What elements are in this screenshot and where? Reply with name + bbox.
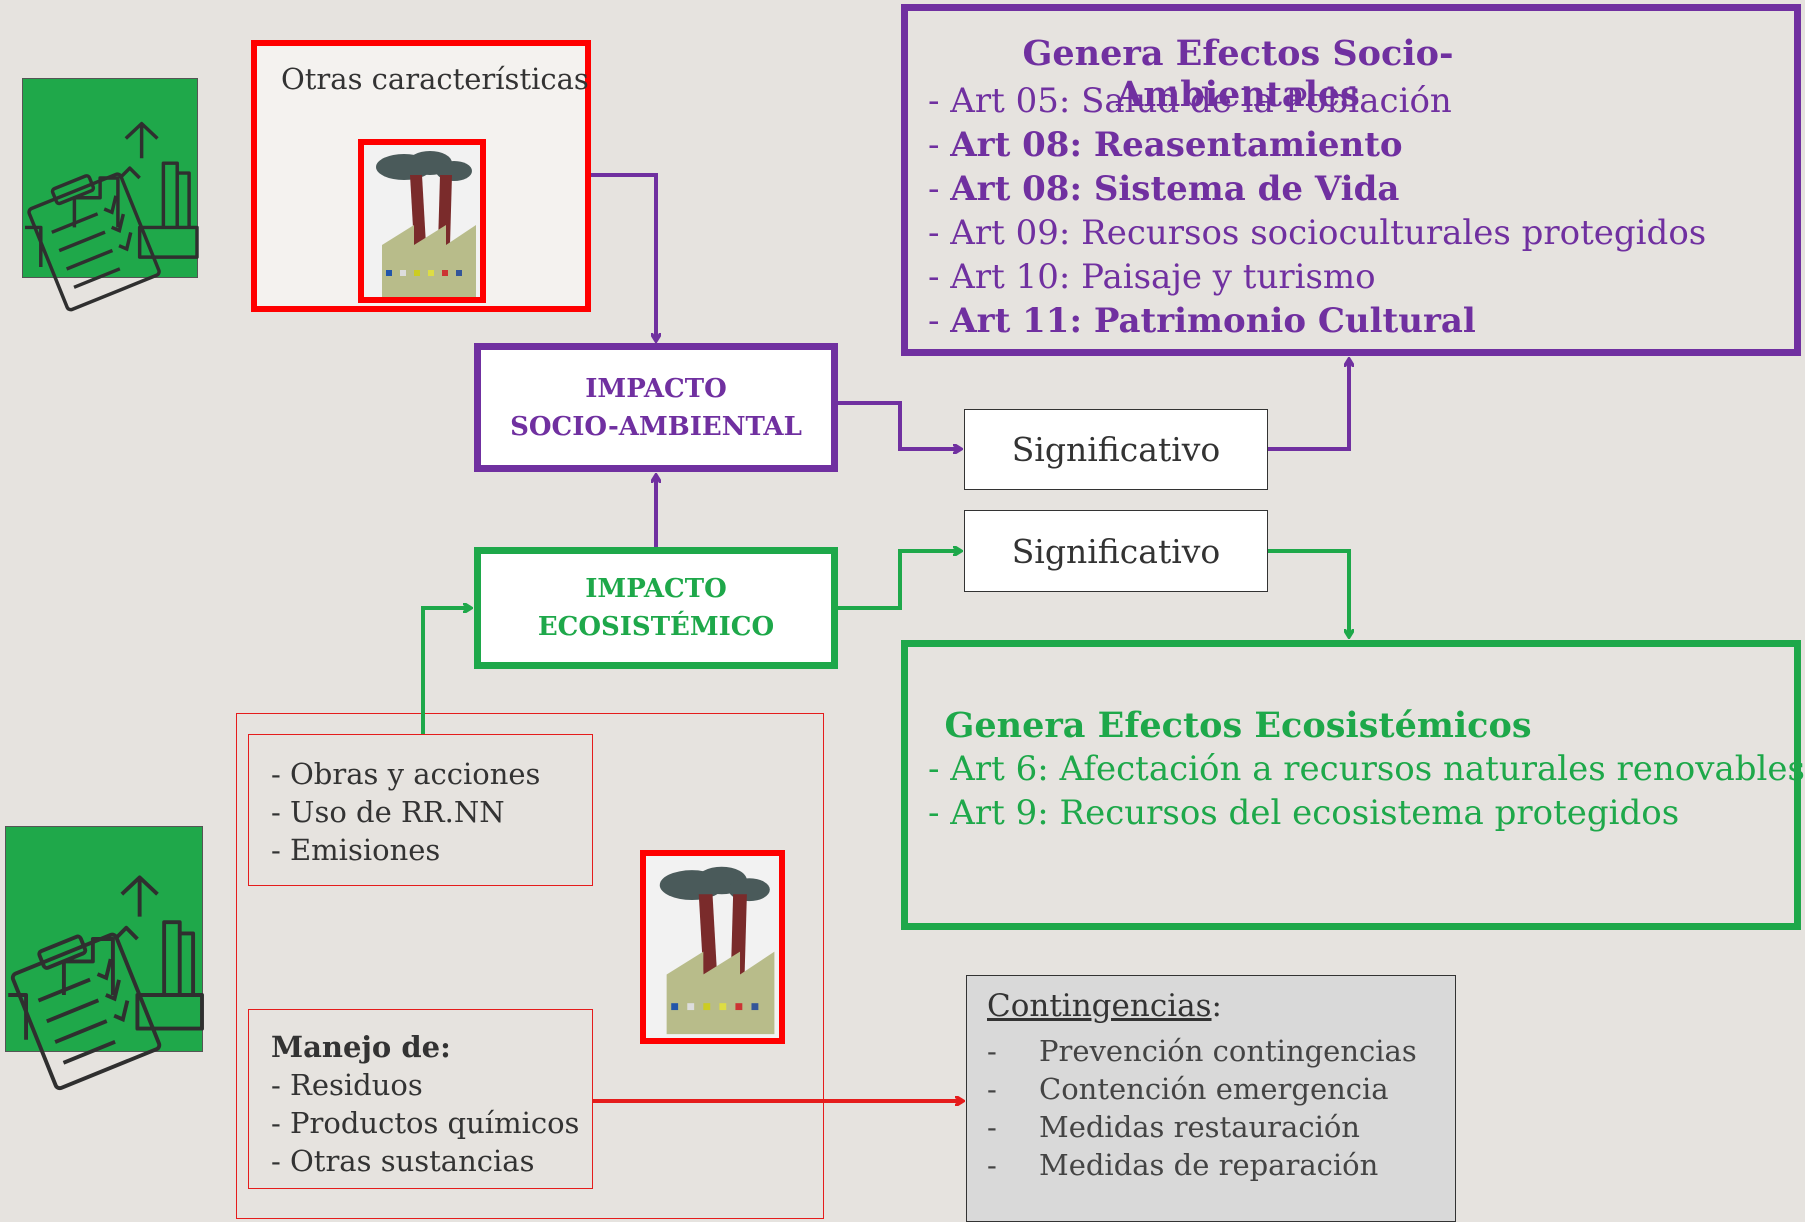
contingencia-text: Medidas de reparación [1039, 1148, 1379, 1182]
significativo-box-socio: Significativo [964, 409, 1268, 490]
manejo-item: - Residuos [271, 1068, 423, 1102]
impacto-socio-line2: SOCIO-AMBIENTAL [510, 411, 802, 442]
efectos-eco-list: - Art 6: Afectación a recursos naturales… [928, 747, 1805, 835]
impacto-eco-line1: IMPACTO [585, 574, 727, 604]
arrow-significativo-to-socio-effects [1268, 360, 1349, 451]
contingencia-item: - Medidas restauración [967, 1108, 1417, 1146]
otras-caracteristicas-label: Otras características [281, 62, 589, 96]
obras-item: - Emisiones [271, 833, 441, 867]
socio-effect-text: Art 09: Recursos socioculturales protegi… [950, 213, 1707, 253]
manejo-item: - Otras sustancias [271, 1144, 535, 1178]
contingencia-dash: - [987, 1148, 997, 1182]
contingencias-title: Contingencias [987, 988, 1212, 1024]
impacto-ecosistemico-box: IMPACTO ECOSISTÉMICO [474, 547, 838, 669]
obras-acciones-box: - Obras y acciones - Uso de RR.NN - Emisio… [248, 734, 593, 886]
impacto-socio-line1: IMPACTO [585, 373, 727, 404]
socio-effect-item: - Art 10: Paisaje y turismo [928, 255, 1706, 299]
arrow-otras-to-socio [591, 173, 656, 340]
eco-effect-item: - Art 9: Recursos del ecosistema protegi… [928, 793, 1680, 833]
socio-effect-text: Art 11: Patrimonio Cultural [950, 301, 1476, 341]
arrow-significativo-to-eco-effects [1268, 549, 1349, 636]
efectos-socio-list: - Art 05: Salud de la Población- Art 08:… [928, 79, 1706, 343]
socio-effect-prefix: - [928, 81, 951, 121]
contingencia-text: Contención emergencia [1039, 1072, 1389, 1106]
impacto-socio-ambiental-box: IMPACTO SOCIO-AMBIENTAL [474, 343, 838, 472]
eco-effect-item: - Art 6: Afectación a recursos naturales… [928, 749, 1805, 789]
manejo-item: - Productos químicos [271, 1106, 580, 1140]
socio-effect-item: - Art 11: Patrimonio Cultural [928, 299, 1706, 343]
significativo-box-eco: Significativo [964, 510, 1268, 592]
contingencia-dash: - [987, 1072, 997, 1106]
contingencia-item: - Prevención contingencias [967, 1032, 1417, 1070]
significativo-label: Significativo [1011, 531, 1221, 571]
socio-effect-text: Art 08: Sistema de Vida [950, 169, 1400, 209]
obras-list: - Obras y acciones - Uso de RR.NN - Emisio… [271, 755, 540, 869]
socio-effect-item: - Art 08: Sistema de Vida [928, 167, 1706, 211]
socio-effect-item: - Art 05: Salud de la Población [928, 79, 1706, 123]
efectos-ecosistemicos-box: Genera Efectos Ecosistémicos - Art 6: Af… [901, 640, 1805, 930]
obras-item: - Uso de RR.NN [271, 795, 505, 829]
socio-effect-prefix: - [928, 125, 951, 165]
manejo-box: Manejo de: - Residuos - Productos químico… [248, 1009, 593, 1189]
contingencias-box: Contingencias: - Prevención contingencias… [966, 975, 1456, 1222]
contingencia-dash: - [987, 1034, 997, 1068]
checklist-factory-icon [5, 826, 204, 1091]
contingencia-text: Prevención contingencias [1039, 1034, 1417, 1068]
socio-effect-prefix: - [928, 301, 951, 341]
socio-effect-prefix: - [928, 169, 951, 209]
socio-effect-text: Art 08: Reasentamiento [950, 125, 1403, 165]
arrow-socio-to-significativo [838, 401, 960, 449]
efectos-socio-ambientales-box: Genera Efectos Socio-Ambientales - Art 0… [901, 4, 1801, 356]
significativo-label: Significativo [1011, 430, 1221, 469]
contingencia-item: - Contención emergencia [967, 1070, 1417, 1108]
arrow-eco-to-significativo [838, 551, 960, 610]
socio-effect-text: Art 05: Salud de la Población [950, 81, 1452, 121]
contingencia-item: - Medidas de reparación [967, 1146, 1417, 1184]
factory-icon [640, 850, 785, 1044]
contingencias-colon: : [1211, 988, 1222, 1024]
efectos-eco-title: Genera Efectos Ecosistémicos [944, 705, 1532, 746]
socio-effect-item: - Art 08: Reasentamiento [928, 123, 1706, 167]
actividades-frame [236, 713, 824, 1219]
socio-effect-prefix: - [928, 213, 951, 253]
efectos-socio-title: Genera Efectos Socio-Ambientales [1022, 33, 1454, 115]
contingencias-list: - Prevención contingencias - Contención eme… [967, 1032, 1417, 1184]
manejo-title: Manejo de: [271, 1030, 451, 1064]
contingencia-text: Medidas restauración [1039, 1110, 1360, 1144]
checklist-factory-icon [22, 78, 199, 312]
socio-effect-item: - Art 09: Recursos socioculturales prote… [928, 211, 1706, 255]
factory-icon [358, 139, 486, 303]
contingencias-heading: Contingencias: [987, 988, 1222, 1024]
contingencia-dash: - [987, 1110, 997, 1144]
socio-effect-text: Art 10: Paisaje y turismo [950, 257, 1376, 297]
obras-item: - Obras y acciones [271, 757, 541, 791]
socio-effect-prefix: - [928, 257, 951, 297]
impacto-eco-line2: ECOSISTÉMICO [537, 612, 775, 642]
manejo-list: - Residuos - Productos químicos - Otras su… [271, 1066, 579, 1180]
